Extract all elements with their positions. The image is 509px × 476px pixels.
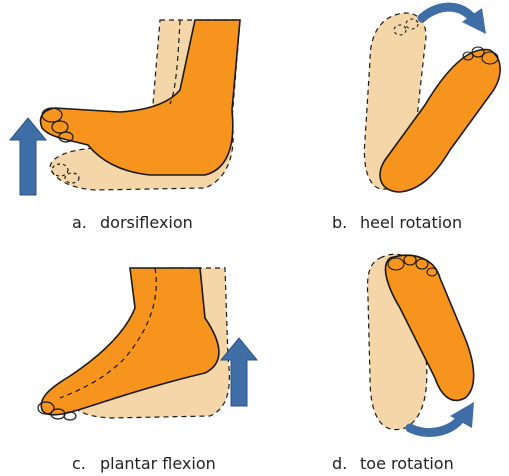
caption-letter: d. [332,454,360,473]
dorsiflexion-illustration [0,0,250,200]
panel-heel-rotation: b.heel rotation [250,0,509,238]
caption-label: plantar flexion [100,454,216,473]
plantar-flexion-illustration [0,238,250,438]
caption-toe-rotation: d.toe rotation [332,454,454,473]
heel-rotation-illustration [250,0,509,200]
caption-letter: a. [72,213,100,232]
caption-heel-rotation: b.heel rotation [332,213,462,232]
caption-letter: c. [72,454,100,473]
toe-rotation-illustration [250,238,509,438]
caption-label: dorsiflexion [100,213,193,232]
caption-label: toe rotation [360,454,454,473]
caption-label: heel rotation [360,213,462,232]
caption-dorsiflexion: a.dorsiflexion [72,213,193,232]
arrow-up-icon [10,118,46,195]
curved-arrow-right-icon [422,7,486,34]
panel-toe-rotation: d.toe rotation [250,238,509,476]
caption-letter: b. [332,213,360,232]
panel-plantar-flexion: c.plantar flexion [0,238,250,476]
caption-plantar-flexion: c.plantar flexion [72,454,216,473]
panel-dorsiflexion: a.dorsiflexion [0,0,250,238]
